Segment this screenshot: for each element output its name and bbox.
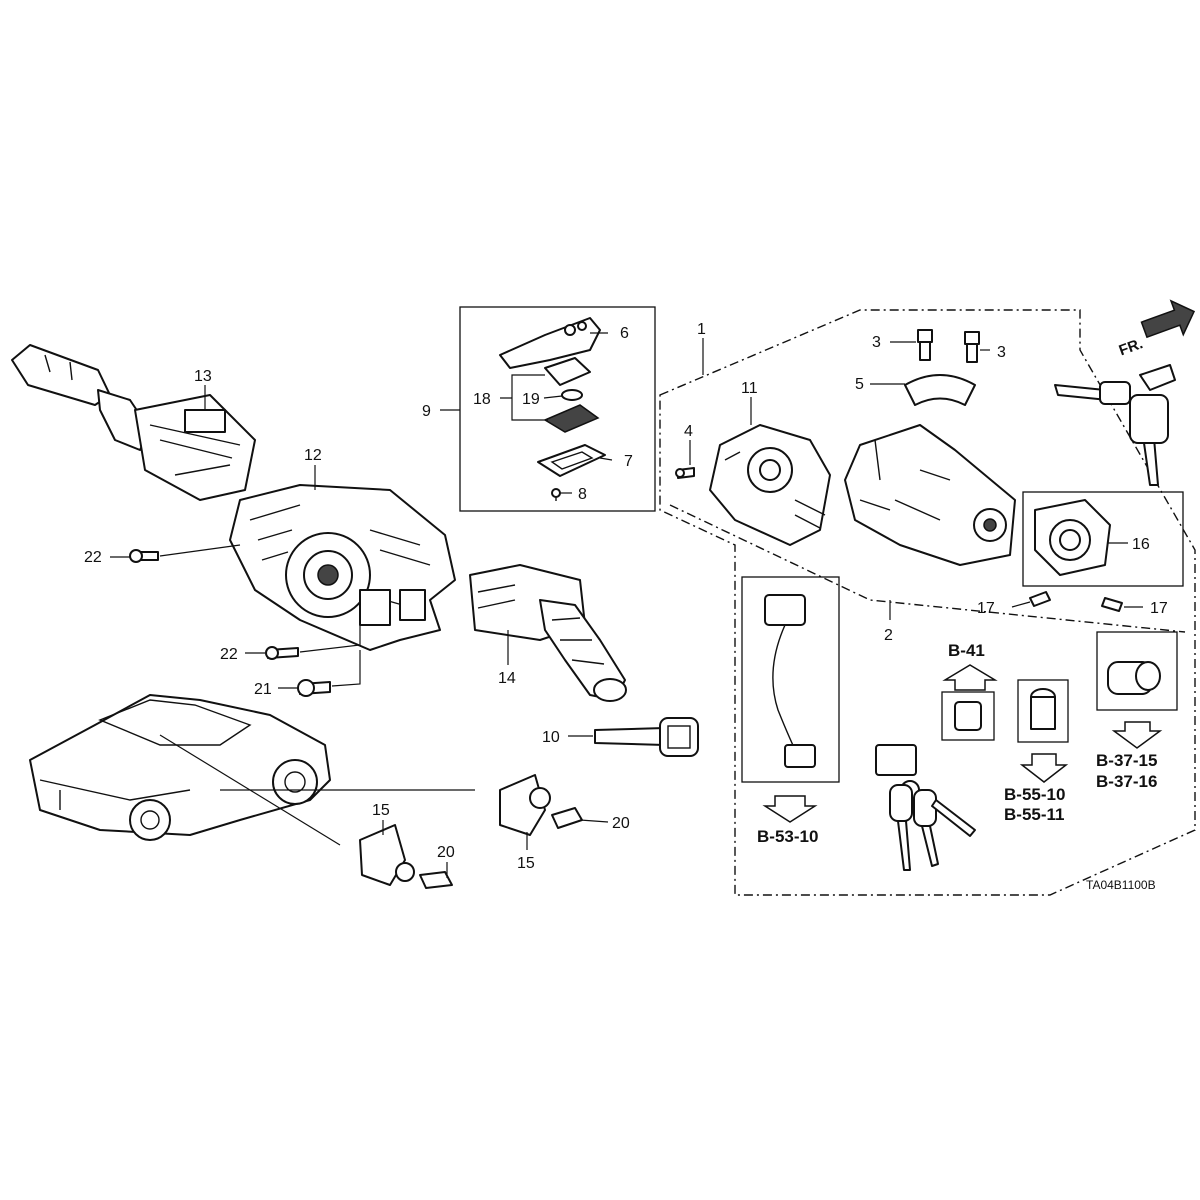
cylinder-box-b37 [1096, 631, 1178, 711]
callout-16: 16 [1132, 536, 1150, 553]
callout-7: 7 [624, 453, 633, 470]
door-lock-cylinder-part-15-right [499, 774, 551, 836]
callout-15-left: 15 [372, 802, 390, 819]
immobilizer-unit-part-16 [1034, 499, 1111, 576]
door-lock-cylinder-part-15-left [359, 824, 415, 886]
lock-set-enclosure [659, 309, 1196, 896]
key-fob-inner-part-18b [543, 404, 600, 433]
ref-b5511: B-55-11 [1004, 805, 1064, 824]
screw-part-8 [551, 488, 561, 501]
cylinder-part-b55 [1030, 688, 1056, 730]
screw-part-17-right [1101, 597, 1123, 612]
light-switch-part-14 [469, 564, 627, 702]
wiper-switch-part-13 [11, 344, 256, 501]
callout-18: 18 [473, 391, 491, 408]
ref-b3716: B-37-16 [1096, 772, 1157, 791]
keys-top-right [1054, 364, 1176, 486]
front-indicator-label: FR. [1117, 335, 1146, 359]
key-set-bottom [875, 744, 976, 871]
ref-arrow-b41 [942, 664, 998, 691]
battery-part-19 [561, 389, 583, 401]
key-fob-cover-part-7 [537, 444, 606, 477]
screw-part-4 [675, 467, 695, 479]
ref-b5510: B-55-10 [1004, 785, 1065, 804]
sub-assembly-enclosure [669, 504, 1186, 633]
bolt-part-22-lower [265, 646, 299, 660]
bolt-part-21 [297, 679, 331, 697]
ref-b3715: B-37-15 [1096, 751, 1157, 770]
callout-15-right: 15 [517, 855, 535, 872]
callout-20-right: 20 [612, 815, 630, 832]
drawing-code: TA04B1100B [1086, 878, 1156, 892]
key-part-20-left [419, 871, 453, 889]
callout-3-left: 3 [872, 334, 881, 351]
callout-17-left: 17 [977, 600, 995, 617]
callout-9: 9 [422, 403, 431, 420]
ref-arrow-b5310 [762, 795, 818, 823]
callout-4: 4 [684, 423, 693, 440]
callout-6: 6 [620, 325, 629, 342]
steering-lock-part-2 [844, 424, 1016, 566]
callout-17-right: 17 [1150, 600, 1168, 617]
callout-2: 2 [884, 627, 893, 644]
callout-11: 11 [741, 380, 758, 397]
callout-21: 21 [254, 681, 272, 698]
key-fob-shell-part-6 [499, 317, 601, 369]
harness-box [741, 576, 840, 783]
ref-b41: B-41 [948, 641, 985, 660]
ref-b5310: B-53-10 [757, 827, 818, 846]
front-direction-arrow [1140, 299, 1196, 339]
callout-labels: 1 2 3 3 4 5 6 7 8 9 10 11 12 13 14 15 15… [84, 321, 1168, 872]
callout-10: 10 [542, 729, 560, 746]
bracket-part-5 [904, 374, 976, 406]
immobilizer-box [1022, 491, 1184, 587]
combination-switch-body-part-12 [229, 484, 456, 651]
cylinder-box-b55 [1017, 679, 1069, 743]
cylinder-part-b37 [1107, 661, 1161, 695]
callout-1: 1 [697, 321, 706, 338]
screw-part-17-left [1029, 591, 1051, 607]
harness-part [764, 594, 816, 768]
callout-5: 5 [855, 376, 864, 393]
cylinder-part-b41 [954, 701, 982, 731]
ignition-switch-part-11 [709, 424, 831, 546]
bolt-part-22-upper [129, 549, 159, 563]
callout-22-upper: 22 [84, 549, 102, 566]
callout-19: 19 [522, 391, 540, 408]
shear-bolt-part-3-left [917, 329, 933, 361]
leader-lines [110, 332, 1143, 878]
callout-22-lower: 22 [220, 646, 238, 663]
callout-3-right: 3 [997, 344, 1006, 361]
callout-20-left: 20 [437, 844, 455, 861]
cylinder-box-b41 [941, 691, 995, 741]
vehicle-outline [29, 694, 331, 841]
shear-bolt-part-3-right [964, 331, 980, 363]
key-kit-box [459, 306, 656, 512]
blank-key-part-10 [594, 717, 699, 757]
ref-arrow-b37 [1111, 721, 1163, 749]
reference-labels: B-41 B-53-10 B-55-10 B-55-11 B-37-15 B-3… [757, 335, 1157, 892]
callout-12: 12 [304, 447, 322, 464]
callout-14: 14 [498, 670, 516, 687]
key-fob-board-part-18 [544, 357, 591, 386]
callout-13: 13 [194, 368, 212, 385]
ref-arrow-b55 [1019, 753, 1069, 783]
key-part-20-right [551, 807, 583, 829]
callout-8: 8 [578, 486, 587, 503]
